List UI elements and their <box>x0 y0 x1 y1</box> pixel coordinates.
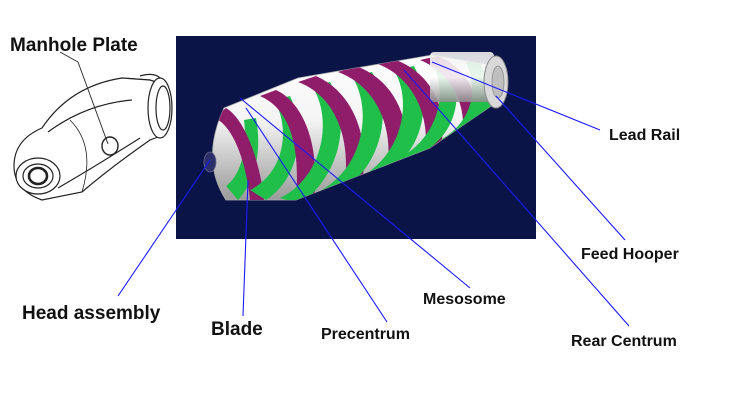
leader-lines <box>117 61 630 327</box>
label-blade: Blade <box>211 319 263 340</box>
label-lead-rail: Lead Rail <box>609 127 681 144</box>
blade-purple-2 <box>260 90 316 200</box>
blade-green-3 <box>280 82 341 200</box>
label-manhole-plate: Manhole Plate <box>10 35 138 56</box>
blade-purple-3 <box>298 76 364 190</box>
label-head-assembly: Head assembly <box>22 303 161 324</box>
blade-purple-4 <box>338 66 407 176</box>
leader-mesosome <box>239 97 471 289</box>
leader-lead-rail <box>431 61 601 131</box>
rear-neck <box>430 52 494 102</box>
label-rear-centrum: Rear Centrum <box>571 333 677 350</box>
leader-blade <box>242 179 249 317</box>
blade-green-4 <box>318 72 383 192</box>
label-mesosome: Mesosome <box>423 291 506 308</box>
leader-head-assembly <box>117 159 211 297</box>
manhole-plate-circle <box>101 136 119 156</box>
blade-purple-5 <box>378 60 443 158</box>
leader-precentrum <box>245 107 388 323</box>
blade-green-5 <box>358 66 424 178</box>
label-precentrum: Precentrum <box>321 326 410 343</box>
leader-rear-centrum <box>403 69 630 327</box>
leader-feed-hooper <box>495 95 626 241</box>
label-feed-hooper: Feed Hooper <box>581 246 679 263</box>
blade-green-2 <box>250 96 299 200</box>
head-opening <box>203 151 217 173</box>
manhole-plate-leader <box>59 51 109 145</box>
rear-opening <box>491 65 505 99</box>
blade-purple-1 <box>214 108 264 200</box>
drum-line-drawing <box>13 73 173 201</box>
